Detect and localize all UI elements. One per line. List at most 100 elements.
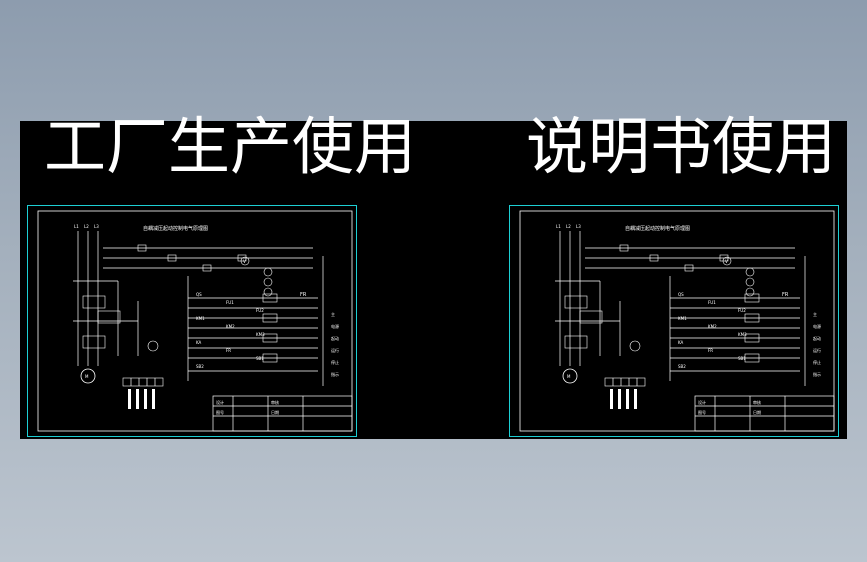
text-column-mark [128, 389, 131, 409]
legend-text: 电源 [331, 323, 339, 329]
terminal-block [122, 377, 164, 387]
title-block-text: 设计 [698, 399, 706, 405]
legend-text: 指示 [813, 371, 821, 377]
legend-text: 主 [331, 311, 335, 317]
relay-coil [262, 353, 278, 363]
relay-coil [744, 333, 760, 343]
overload-label: FR [300, 292, 307, 298]
device-label: FR [708, 348, 713, 353]
legend-text: 电源 [813, 323, 821, 329]
relay-coil [262, 293, 278, 303]
legend-text: 起动 [331, 335, 339, 341]
voltmeter-label: V [243, 259, 246, 264]
voltmeter-label: V [725, 259, 728, 264]
ammeter-symbol [629, 340, 641, 352]
meter-symbol [263, 267, 273, 277]
overload-label: FR [782, 292, 789, 298]
legend-text: 指示 [331, 371, 339, 377]
contact-box [649, 254, 659, 262]
contactor-block [82, 335, 106, 349]
device-label: KM2 [226, 324, 235, 329]
inner-frame [37, 210, 353, 432]
motor-symbol [562, 368, 578, 384]
title-block-text: 设计 [216, 399, 224, 405]
device-label: KA [678, 340, 684, 345]
title-block [212, 395, 353, 432]
motor-symbol [80, 368, 96, 384]
contact-box [684, 264, 694, 272]
meter-symbol [745, 267, 755, 277]
device-label: SB2 [196, 364, 204, 369]
relay-coil [744, 293, 760, 303]
text-column-mark [634, 389, 637, 409]
device-label: FU2 [256, 308, 264, 313]
title-block-text: 日期 [753, 409, 761, 415]
legend-text: 运行 [331, 347, 339, 353]
device-label: FU1 [708, 300, 716, 305]
text-column-mark [618, 389, 621, 409]
device-label: QS [678, 292, 684, 297]
manual-use-heading: 说明书使用 [526, 110, 837, 183]
title-block [694, 395, 835, 432]
text-column-mark [626, 389, 629, 409]
inner-frame [519, 210, 835, 432]
device-label: KA [196, 340, 202, 345]
device-label: FR [226, 348, 231, 353]
text-column-mark [144, 389, 147, 409]
relay-coil [744, 353, 760, 363]
title-block-text: 审核 [271, 399, 279, 405]
device-label: KM3 [738, 332, 747, 337]
legend-text: 运行 [813, 347, 821, 353]
motor-label: M [567, 374, 571, 379]
device-label: SB2 [678, 364, 686, 369]
title-block-text: 图号 [216, 409, 224, 415]
title-block-text: 图号 [698, 409, 706, 415]
device-label: QS [196, 292, 202, 297]
factory-use-heading: 工厂生产使用 [44, 110, 417, 183]
device-label: FU1 [226, 300, 234, 305]
phase-label: L1 [74, 224, 79, 229]
contact-box [202, 264, 212, 272]
phase-label: L3 [94, 224, 99, 229]
contactor-block [579, 310, 603, 324]
contact-box [719, 254, 729, 262]
contact-box [167, 254, 177, 262]
relay-coil [744, 313, 760, 323]
contact-box [619, 244, 629, 252]
device-label: KM2 [708, 324, 717, 329]
ammeter-symbol [147, 340, 159, 352]
device-label: KM3 [256, 332, 265, 337]
legend-text: 停止 [813, 359, 821, 365]
contactor-block [564, 335, 588, 349]
device-label: KM1 [196, 316, 205, 321]
contactor-block [564, 295, 588, 309]
device-label: KM1 [678, 316, 687, 321]
text-column-mark [136, 389, 139, 409]
drawing-title: 自耦减压起动控制电气原理图 [625, 225, 690, 232]
meter-symbol [240, 256, 250, 266]
contact-box [137, 244, 147, 252]
legend-text: 起动 [813, 335, 821, 341]
phase-label: L2 [84, 224, 89, 229]
phase-label: L1 [556, 224, 561, 229]
device-label: SB1 [738, 356, 746, 361]
contact-box [237, 254, 247, 262]
contactor-block [82, 295, 106, 309]
phase-label: L3 [576, 224, 581, 229]
phase-label: L2 [566, 224, 571, 229]
contactor-block [97, 310, 121, 324]
relay-coil [262, 313, 278, 323]
relay-coil [262, 333, 278, 343]
text-column-mark [610, 389, 613, 409]
meter-symbol [263, 287, 273, 297]
meter-symbol [745, 277, 755, 287]
meter-symbol [722, 256, 732, 266]
legend-text: 停止 [331, 359, 339, 365]
terminal-block [604, 377, 646, 387]
device-label: FU2 [738, 308, 746, 313]
motor-label: M [85, 374, 89, 379]
